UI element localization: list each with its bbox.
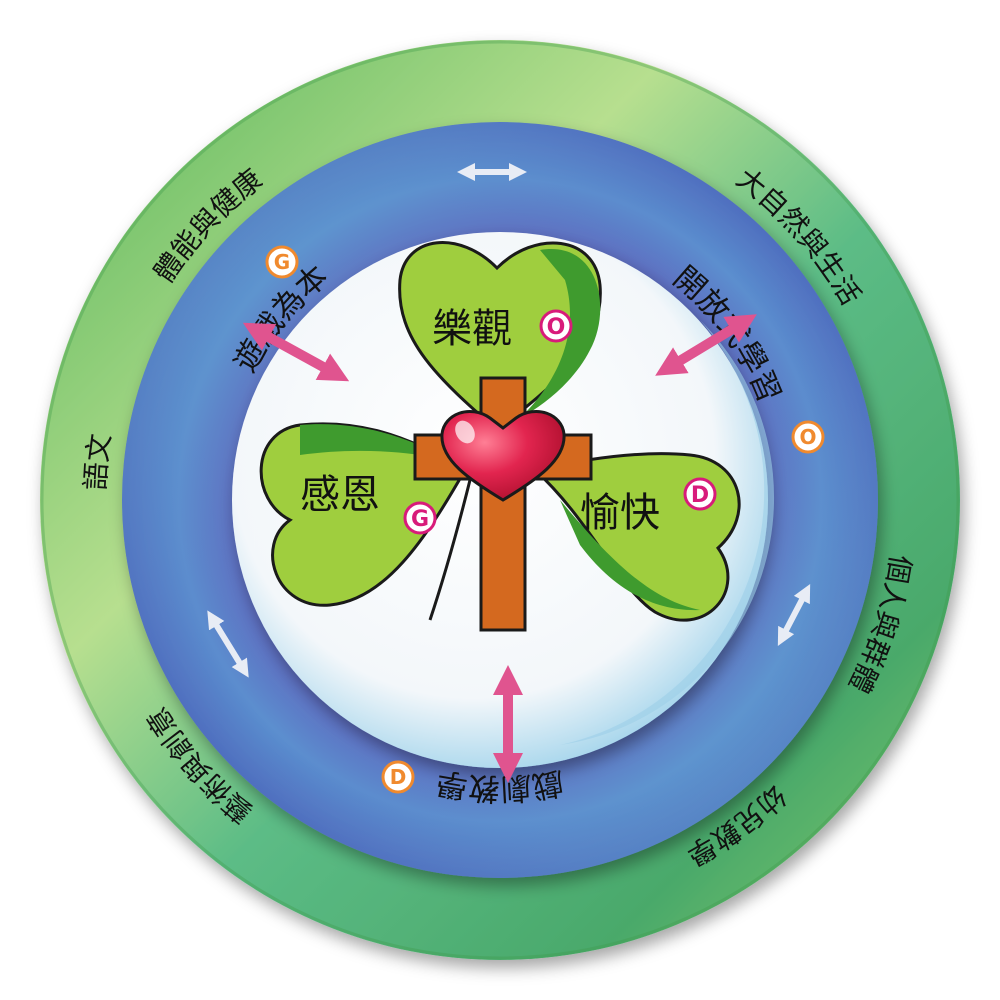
leaf-letter-d: D (683, 477, 717, 511)
svg-text:D: D (390, 765, 407, 789)
heart-icon (440, 409, 566, 502)
leaf-letter-o: O (539, 309, 573, 343)
leaf-label-joy: 愉快 (580, 490, 660, 536)
double-arrow-icon (655, 314, 757, 376)
double-arrow-icon (207, 610, 249, 678)
mid-letter-g: G (265, 245, 299, 279)
svg-text:G: G (411, 507, 429, 532)
leaf-labels: 樂觀 感恩 愉快 (300, 306, 660, 536)
leaf-letters: O G D (403, 309, 717, 535)
mid-letter-o: O (791, 420, 825, 454)
svg-text:O: O (799, 425, 816, 449)
leaf-label-gratitude: 感恩 (300, 472, 380, 518)
svg-text:G: G (274, 250, 290, 274)
double-arrow-icon (242, 322, 350, 382)
middle-ring-letters: G O D (265, 245, 825, 794)
white-arrows (207, 163, 811, 678)
svg-text:O: O (547, 315, 566, 340)
svg-text:D: D (691, 483, 709, 508)
leaf-top (398, 241, 602, 432)
pink-arrows (242, 314, 757, 783)
leaf-letter-g: G (403, 501, 437, 535)
mid-letter-d: D (381, 760, 415, 794)
double-arrow-icon (777, 584, 811, 646)
leaf-label-optimism: 樂觀 (432, 306, 512, 352)
